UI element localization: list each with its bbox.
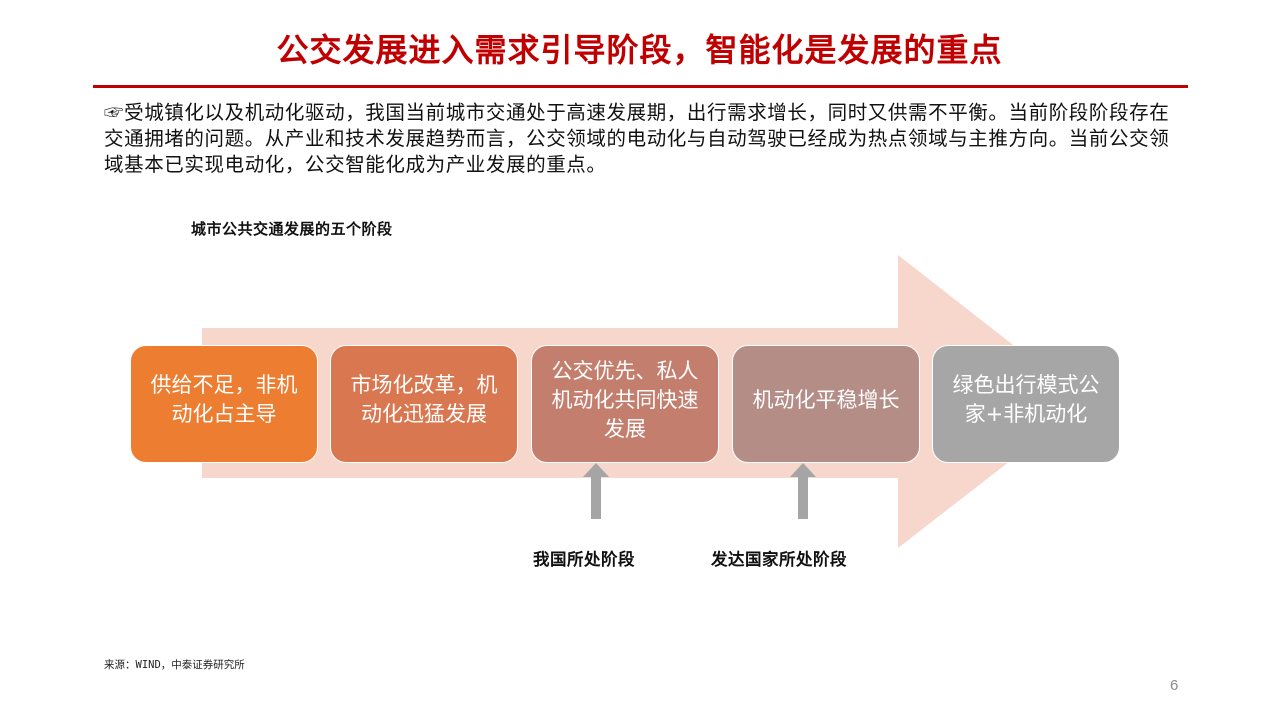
stage-2-label: 市场化改革，机动化迅猛发展 [350, 373, 498, 426]
china-stage-pointer-icon [583, 463, 609, 519]
stage-4-box: 机动化平稳增长 [732, 345, 920, 463]
stage-1-box: 供给不足，非机动化占主导 [130, 345, 318, 463]
stage-2-box: 市场化改革，机动化迅猛发展 [330, 345, 518, 463]
slide-title: 公交发展进入需求引导阶段，智能化是发展的重点 [276, 31, 1003, 69]
stage-5-label: 绿色出行模式公家+非机动化 [952, 373, 1100, 426]
stage-4-label: 机动化平稳增长 [752, 387, 900, 412]
diagram-caption: 城市公共交通发展的五个阶段 [191, 220, 393, 238]
page-number: 6 [1170, 677, 1179, 694]
china-stage-label: 我国所处阶段 [533, 550, 635, 569]
source-note: 来源：WIND，中泰证券研究所 [104, 659, 245, 671]
stage-1-label: 供给不足，非机动化占主导 [150, 373, 298, 426]
stage-5-box: 绿色出行模式公家+非机动化 [932, 345, 1120, 463]
intro-paragraph: ☞受城镇化以及机动化驱动，我国当前城市交通处于高速发展期，出行需求增长，同时又供… [104, 101, 1170, 176]
stage-3-label: 公交优先、私人机动化共同快速发展 [551, 358, 699, 441]
developed-stage-label: 发达国家所处阶段 [711, 550, 847, 569]
developed-stage-pointer-icon [790, 463, 816, 519]
title-divider [93, 85, 1188, 88]
stage-3-box: 公交优先、私人机动化共同快速发展 [531, 345, 719, 463]
